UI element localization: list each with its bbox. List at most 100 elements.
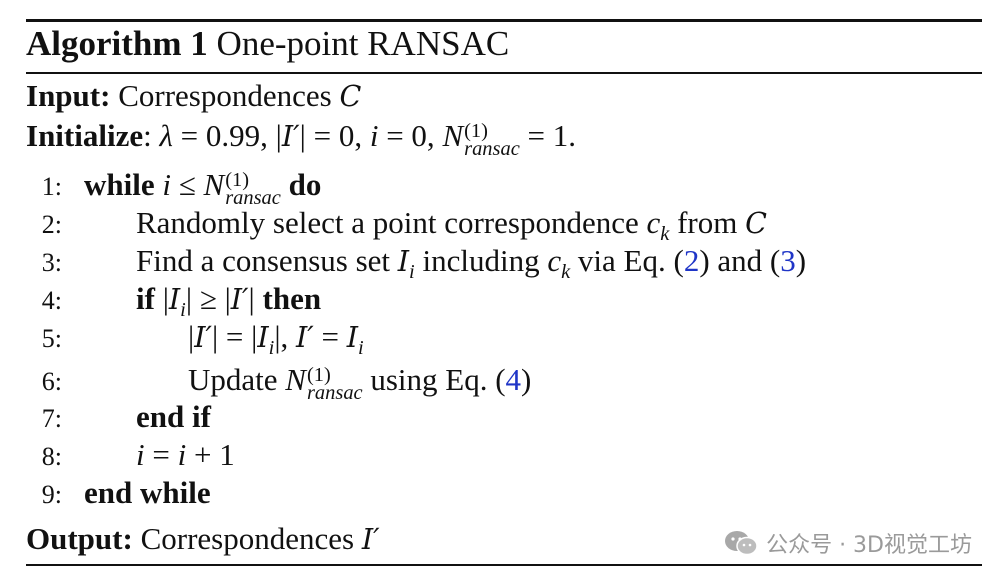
output-label: Output: [26, 521, 133, 556]
N-sup: (1) [306, 363, 331, 386]
set-I: I [168, 283, 181, 316]
bottom-rule [26, 564, 982, 566]
eq-sign: = [144, 437, 178, 472]
input-line: Input: Correspondences C [26, 76, 361, 117]
algorithm-title: Algorithm 1 One-point RANSAC [26, 22, 509, 66]
kw-end-if: end if [136, 399, 211, 434]
initialize-line: Initialize: λ = 0.99, |I′| = 0, i = 0, N… [26, 116, 576, 161]
step3-text3: via Eq. ( [570, 243, 684, 278]
init-N-sup: (1) [464, 119, 488, 142]
var-c: c [646, 205, 661, 240]
init-i: i [369, 118, 379, 153]
kw-if: if [136, 281, 155, 316]
step-number: 8: [41, 442, 62, 471]
le-sign: ≤ [171, 167, 204, 202]
step4-expr1: | [154, 281, 169, 316]
algorithm-label: Algorithm 1 [26, 24, 208, 63]
step2-text1: Randomly select a point correspondence [136, 205, 647, 240]
top-rule [26, 19, 982, 22]
step4-expr2: | ≥ | [185, 281, 231, 316]
step-8: i = i + 1 [136, 435, 235, 475]
initialize-colon: : [143, 118, 152, 153]
input-symbol: C [339, 80, 362, 113]
set-Iprime: I′ [194, 321, 212, 354]
step3-text1: Find a consensus set [136, 243, 398, 278]
step5-expr3: |, [274, 319, 297, 354]
input-label: Input: [26, 78, 111, 113]
watermark-text: 公众号 · 3D视觉工坊 [766, 533, 972, 558]
kw-then: then [262, 281, 322, 316]
init-N-scripts: (1)ransac [464, 119, 520, 161]
step-7: end if [136, 397, 211, 437]
eq-ref-4-link[interactable]: 4 [505, 362, 522, 397]
init-eq2: | = 0, [299, 118, 370, 153]
step-number: 7: [41, 404, 62, 433]
step-1: while i ≤ N(1)ransac do [84, 165, 322, 210]
step5-expr2: | = | [211, 319, 258, 354]
var-i: i [162, 167, 171, 202]
N-sup: (1) [225, 168, 250, 191]
eq-ref-3-link[interactable]: 3 [780, 243, 796, 278]
step-4: if |Ii| ≥ |I′| then [136, 279, 321, 330]
step-number: 4: [41, 286, 62, 315]
step5-expr4: = [313, 319, 347, 354]
input-text: Correspondences [118, 78, 332, 113]
N-sub: ransac [225, 187, 281, 210]
set-I-sub: i [268, 337, 275, 360]
output-line: Output: Correspondences I′ [26, 519, 380, 560]
init-iprime: I′ [281, 120, 300, 153]
init-N: N [442, 118, 464, 153]
set-I: I [257, 321, 269, 354]
step-number: 6: [41, 367, 62, 396]
var-k: k [561, 261, 571, 284]
eq-ref-2-link[interactable]: 2 [683, 243, 700, 278]
set-I-sub: i [358, 337, 364, 360]
algorithm-name: One-point RANSAC [216, 24, 510, 63]
N-scripts: (1)ransac [306, 363, 363, 405]
step3-text2: including [414, 243, 548, 278]
init-N-sub: ransac [464, 138, 520, 161]
set-I-sub: i [409, 261, 415, 284]
step5-expr1: | [188, 319, 195, 354]
set-I: I [397, 245, 410, 278]
kw-end-while: end while [84, 475, 211, 510]
output-text: Correspondences [140, 521, 355, 556]
step4-expr3: | [248, 281, 263, 316]
set-Iprime: I′ [230, 283, 249, 316]
var-i: i [136, 437, 145, 472]
step3-text4: ) and ( [699, 243, 781, 278]
set-I-sub: i [180, 299, 186, 322]
step-3: Find a consensus set Ii including ck via… [136, 241, 806, 292]
watermark: 公众号 · 3D视觉工坊 [724, 527, 972, 559]
init-eq3: = 0, [378, 118, 443, 153]
step-number: 5: [41, 324, 62, 353]
step-2: Randomly select a point correspondence c… [136, 203, 767, 254]
step6-text3: ) [521, 362, 532, 397]
step-number: 1: [41, 172, 62, 201]
step-number: 9: [41, 480, 62, 509]
initialize-label: Initialize [26, 118, 144, 153]
init-eq1: = 0.99, | [172, 118, 282, 153]
step6-text2: using Eq. ( [362, 362, 506, 397]
N-scripts: (1)ransac [225, 168, 281, 210]
var-c: c [547, 243, 562, 278]
init-eq4: = 1. [519, 118, 576, 153]
kw-do: do [288, 167, 322, 202]
plus-one: + 1 [186, 437, 235, 472]
kw-while: while [84, 167, 155, 202]
header-rule [26, 72, 982, 74]
step-number: 2: [41, 210, 62, 239]
var-N: N [285, 362, 306, 397]
output-symbol: I′ [361, 523, 380, 556]
step-9: end while [84, 473, 211, 513]
set-C: C [745, 207, 767, 240]
step-number: 3: [41, 248, 62, 277]
N-sub: ransac [306, 382, 363, 405]
lambda-symbol: λ [159, 118, 173, 153]
set-Iprime: I′ [296, 321, 314, 354]
var-k: k [660, 223, 670, 246]
algorithm-block: Algorithm 1 One-point RANSAC Input: Corr… [26, 0, 982, 585]
wechat-icon [724, 529, 758, 557]
var-i: i [177, 437, 187, 472]
step2-text2: from [669, 205, 746, 240]
